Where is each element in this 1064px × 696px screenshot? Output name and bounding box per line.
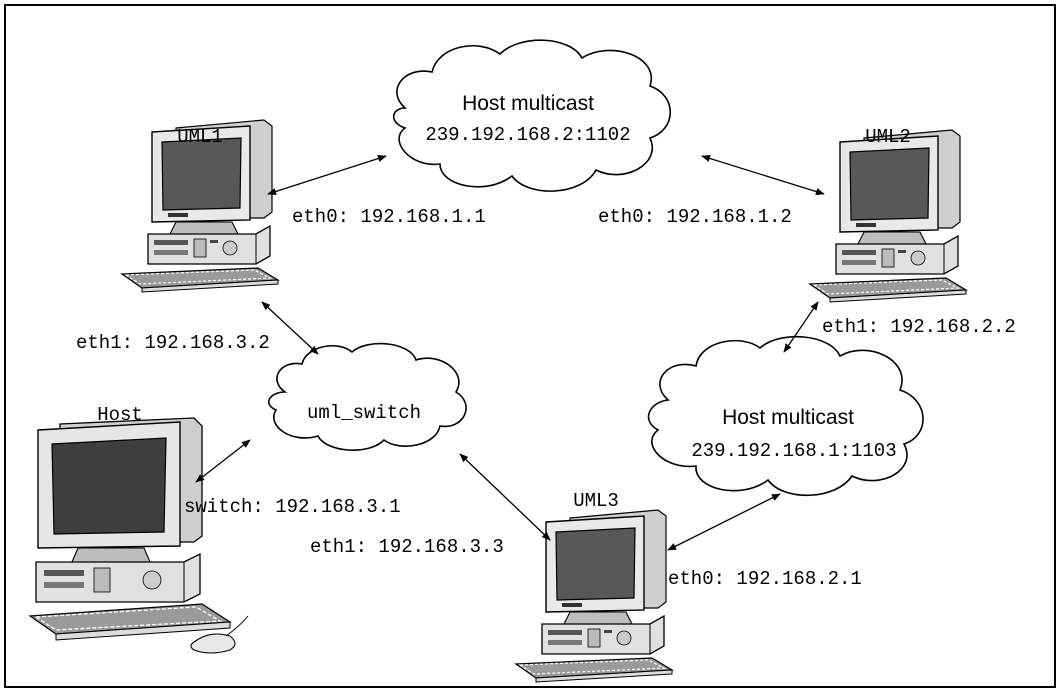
multicast-top-title: Host multicast — [462, 92, 594, 115]
uml3-eth1-label: eth1: 192.168.3.3 — [310, 536, 504, 558]
multicast-top-address: 239.192.168.2:1102 — [425, 124, 630, 146]
multicast-cloud-top — [392, 39, 672, 192]
link-uml1-switch — [261, 301, 319, 355]
multicast-right-title: Host multicast — [722, 406, 854, 429]
uml2-eth1-label: eth1: 192.168.2.2 — [822, 316, 1016, 338]
host-switch-label: switch: 192.168.3.1 — [184, 496, 401, 518]
switch-cloud-label: uml_switch — [307, 402, 421, 424]
uml3-name: UML3 — [573, 490, 619, 512]
uml1-eth1-label: eth1: 192.168.3.2 — [76, 332, 270, 354]
uml3-eth0-label: eth0: 192.168.2.1 — [668, 568, 862, 590]
uml3-computer-icon — [515, 509, 673, 683]
host-computer-icon — [29, 417, 249, 654]
link-uml2-multicast2 — [783, 301, 819, 353]
uml2-computer-icon — [809, 129, 967, 303]
link-uml2-multicast — [701, 154, 825, 196]
switch-cloud — [267, 342, 467, 451]
link-uml3-multicast2 — [667, 493, 781, 551]
uml2-name: UML2 — [865, 126, 911, 148]
multicast-right-address: 239.192.168.1:1103 — [691, 440, 896, 462]
host-name: Host — [97, 404, 143, 426]
uml1-name: UML1 — [177, 126, 223, 148]
link-host-switch — [195, 439, 251, 483]
link-uml1-multicast — [267, 155, 387, 195]
multicast-cloud-right — [647, 335, 924, 497]
diagram-frame — [4, 4, 1056, 688]
uml1-eth0-label: eth0: 192.168.1.1 — [292, 206, 486, 228]
uml2-eth0-label: eth0: 192.168.1.2 — [598, 206, 792, 228]
link-switch-uml3 — [459, 453, 551, 541]
